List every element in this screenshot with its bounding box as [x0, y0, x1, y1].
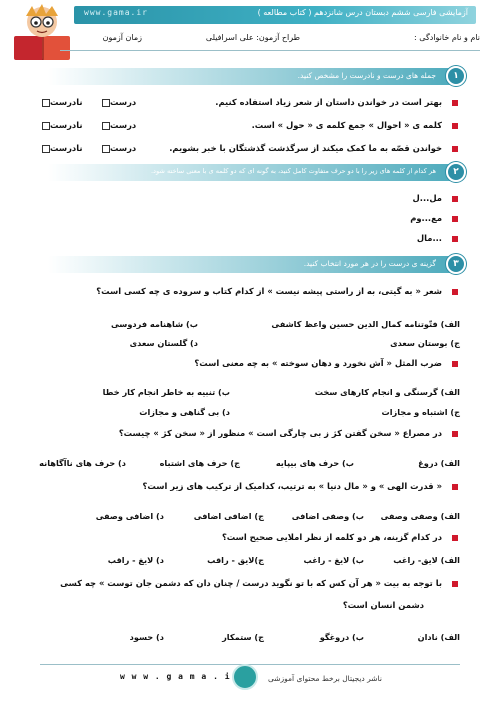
mc-4-option-d[interactable]: د) اضافی وصفی	[95, 511, 164, 521]
mc-5-option-a[interactable]: الف) لایق- راغب	[393, 555, 460, 565]
bullet-icon	[452, 289, 458, 295]
header-banner: www.gama.ir آزمایشی فارسی ششم دبستان درس…	[74, 6, 476, 24]
tf-true-2[interactable]: درست	[100, 120, 136, 130]
section-2-number: ۲	[446, 162, 466, 182]
section-3-header: گزینه ی درست را در هر مورد انتخاب کنید.	[48, 256, 462, 273]
false-checkbox[interactable]	[42, 121, 50, 130]
bullet-icon	[452, 216, 458, 222]
true-checkbox[interactable]	[102, 98, 110, 107]
word-item-3: ...مال	[416, 233, 442, 243]
mc-3-option-a[interactable]: الف) دروغ	[418, 458, 460, 468]
bullet-icon	[452, 431, 458, 437]
mc-question-2: ضرب المثل « آش نخورد و دهان سوخته » به چ…	[194, 358, 442, 368]
false-checkbox[interactable]	[42, 144, 50, 153]
bullet-icon	[452, 196, 458, 202]
bullet-icon	[452, 146, 458, 152]
mc-1-option-b[interactable]: ب) شاهنامه فردوسی	[110, 319, 198, 329]
tf-false-2[interactable]: نادرست	[40, 120, 83, 130]
section-2-title: هر کدام از کلمه های زیر را با دو حرف متف…	[150, 167, 436, 175]
section-2-header: هر کدام از کلمه های زیر را با دو حرف متف…	[48, 164, 462, 181]
false-label: نادرست	[50, 97, 83, 107]
section-1-header: جمله های درست و نادرست را مشخص کنید.	[48, 68, 462, 85]
tf-false-1[interactable]: نادرست	[40, 97, 83, 107]
word-item-2: مع...وم	[410, 213, 442, 223]
mascot-reading-icon	[14, 4, 70, 60]
true-checkbox[interactable]	[102, 121, 110, 130]
mc-4-option-a[interactable]: الف) وصفی وصفی	[380, 511, 460, 521]
bullet-icon	[452, 100, 458, 106]
mc-2-option-c[interactable]: ج) اشتباه و مجازات	[381, 407, 460, 417]
mc-question-1: شعر « به گیتی، به از راستی پیشه نیست » ا…	[96, 286, 442, 296]
mc-3-option-d[interactable]: د) حرف های ناآگاهانه	[39, 458, 126, 468]
footer-publisher: ناشر دیجیتال برخط محتوای آموزشی	[268, 674, 382, 683]
section-3-number: ۳	[446, 254, 466, 274]
bullet-icon	[452, 535, 458, 541]
mc-4-option-b[interactable]: ب) وصفی اضافی	[291, 511, 364, 521]
bullet-icon	[452, 236, 458, 242]
exam-title: آزمایشی فارسی ششم دبستان درس شانزدهم ( ک…	[257, 8, 468, 17]
tf-question-3: خواندن قصّه به ما کمک میکند از سرگذشت گذ…	[169, 143, 442, 153]
mc-3-option-c[interactable]: ج) حرف های اشتباه	[159, 458, 240, 468]
section-3-title: گزینه ی درست را در هر مورد انتخاب کنید.	[303, 259, 436, 268]
designer-label: طراح آزمون: علی اسرافیلی	[205, 33, 300, 42]
section-1-number: ۱	[446, 66, 466, 86]
exam-info-bar: نام و نام خانوادگی : طراح آزمون: علی اسر…	[60, 33, 480, 47]
mc-2-option-a[interactable]: الف) گرسنگی و انجام کارهای سخت	[314, 387, 460, 397]
mc-5-option-b[interactable]: ب) لایغ - راغب	[303, 555, 364, 565]
tf-true-1[interactable]: درست	[100, 97, 136, 107]
mc-6-option-a[interactable]: الف) نادان	[417, 632, 460, 642]
mc-question-6: با توجه به بیت « هر آن کس که با تو نگوید…	[60, 578, 442, 588]
bullet-icon	[452, 581, 458, 587]
mc-6-option-b[interactable]: ب) دروغگو	[319, 632, 364, 642]
true-label: درست	[110, 120, 137, 130]
header-divider	[60, 50, 480, 51]
false-label: نادرست	[50, 143, 83, 153]
mc-2-option-b[interactable]: ب) تنبیه به خاطر انجام کار خطا	[102, 387, 230, 397]
mc-4-option-c[interactable]: ج) اضافی اضافی	[193, 511, 264, 521]
mc-question-4: « قدرت الهی » و « مال دنیا » به ترتیب، ک…	[142, 481, 442, 491]
tf-false-3[interactable]: نادرست	[40, 143, 83, 153]
mc-5-option-d[interactable]: د) لایغ - راقب	[107, 555, 164, 565]
mc-5-option-c[interactable]: ج)لایق - راقب	[207, 555, 264, 565]
mc-question-3: در مصراع « سخن گفتن کژ ز بی چارگی است » …	[118, 428, 442, 438]
mc-6-option-d[interactable]: د) حسود	[129, 632, 164, 642]
tf-question-1: بهتر است در خواندن داستان از شعر زیاد اس…	[215, 97, 442, 107]
time-label: زمان آزمون	[102, 33, 142, 42]
mc-1-option-a[interactable]: الف) فتّوتنامه کمال الدین حسین واعظ کاشف…	[271, 319, 460, 329]
true-label: درست	[110, 143, 137, 153]
tf-true-3[interactable]: درست	[100, 143, 136, 153]
mc-1-option-c[interactable]: ج) بوستان سعدی	[390, 338, 460, 348]
mc-1-option-d[interactable]: د) گلستان سعدی	[129, 338, 198, 348]
bullet-icon	[452, 123, 458, 129]
false-checkbox[interactable]	[42, 98, 50, 107]
bullet-icon	[452, 484, 458, 490]
mc-question-6-cont: دشمن انسان است؟	[342, 600, 424, 610]
tf-question-2: کلمه ی « احوال » جمع کلمه ی « حول » است.	[251, 120, 442, 130]
true-checkbox[interactable]	[102, 144, 110, 153]
footer-url[interactable]: w w w . g a m a . i r	[120, 672, 243, 681]
name-label: نام و نام خانوادگی :	[414, 33, 480, 42]
false-label: نادرست	[50, 120, 83, 130]
mc-6-option-c[interactable]: ج) ستمکار	[222, 632, 264, 642]
mc-3-option-b[interactable]: ب) حرف های بیپایه	[275, 458, 354, 468]
true-label: درست	[110, 97, 137, 107]
gama-logo-icon	[232, 664, 258, 690]
bullet-icon	[452, 361, 458, 367]
mc-question-5: در کدام گزینه، هر دو کلمه از نظر املایی …	[221, 532, 442, 542]
header-site-url: www.gama.ir	[84, 8, 148, 17]
section-1-title: جمله های درست و نادرست را مشخص کنید.	[297, 71, 436, 80]
word-item-1: مل...ل	[412, 193, 442, 203]
mc-2-option-d[interactable]: د) بی گناهی و مجازات	[139, 407, 230, 417]
